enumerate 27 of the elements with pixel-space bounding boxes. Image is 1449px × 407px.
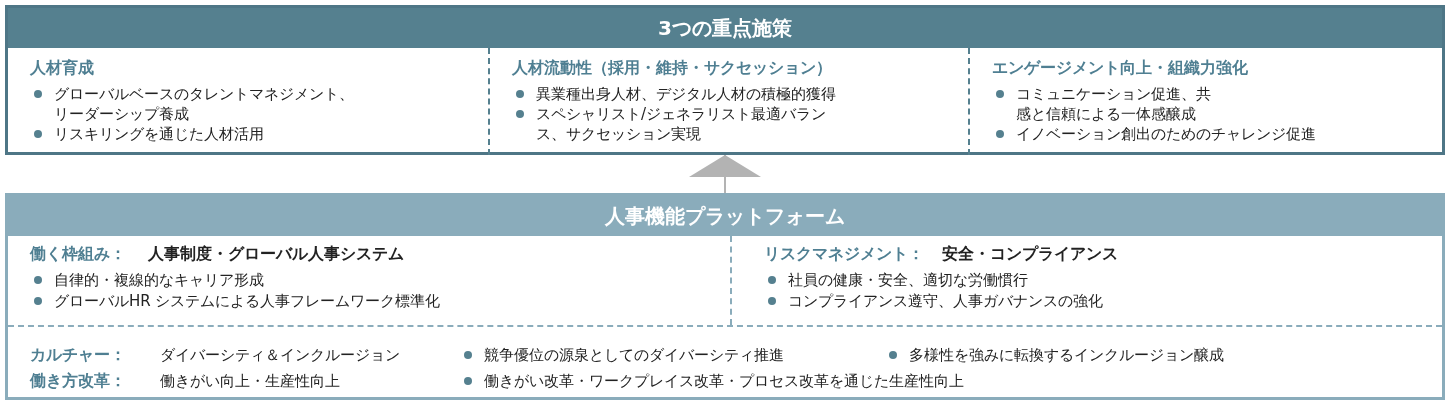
section-heading: カルチャー：	[30, 345, 126, 365]
section-heading: 働く枠組み：	[30, 244, 126, 264]
arrow	[689, 154, 761, 194]
item-text: 働きがい向上・生産性向上	[160, 371, 340, 391]
section-subheading: 安全・コンプライアンス	[942, 244, 1118, 264]
panel-header: 3つの重点施策	[8, 8, 1442, 48]
bullet-item: グローバルHR システムによる人事フレームワーク標準化	[30, 291, 654, 311]
bullet-item: リスキリングを通じた人材活用	[30, 124, 494, 144]
bullet-item: 社員の健康・安全、適切な労働慣行	[764, 270, 1388, 290]
bullet-item: 異業種出身人材、デジタル人材の積極的獲得	[512, 84, 976, 104]
bullet-item: イノベーション創出のためのチャレンジ促進	[992, 124, 1449, 144]
section-heading: 人材育成	[30, 58, 95, 78]
bullet-item: グローバルベースのタレントマネジメント、リーダーシップ養成	[30, 84, 366, 124]
bullet-item: 自律的・複線的なキャリア形成	[30, 270, 654, 290]
panel	[5, 5, 1445, 155]
bullet-item: コンプライアンス遵守、人事ガバナンスの強化	[764, 291, 1388, 311]
section-heading: 人材流動性（採用・維持・サクセッション）	[512, 58, 833, 78]
section-heading: エンゲージメント向上・組織力強化	[992, 58, 1249, 78]
bullet-item: スペシャリスト/ジェネラリスト最適バランス、サクセッション実現	[512, 104, 856, 144]
section-heading: 働き方改革：	[30, 371, 126, 391]
bullet-item: コミュニケーション促進、共感と信頼による一体感醸成	[992, 84, 1212, 124]
panel-header: 人事機能プラットフォーム	[8, 196, 1442, 236]
bullet-item: 働きがい改革・ワークプレイス改革・プロセス改革を通じた生産性向上	[460, 371, 1184, 391]
section-heading: リスクマネジメント：	[764, 244, 924, 264]
section-subheading: 人事制度・グローバル人事システム	[148, 244, 404, 264]
item-text: ダイバーシティ＆インクルージョン	[160, 345, 400, 365]
panel	[5, 193, 1445, 400]
